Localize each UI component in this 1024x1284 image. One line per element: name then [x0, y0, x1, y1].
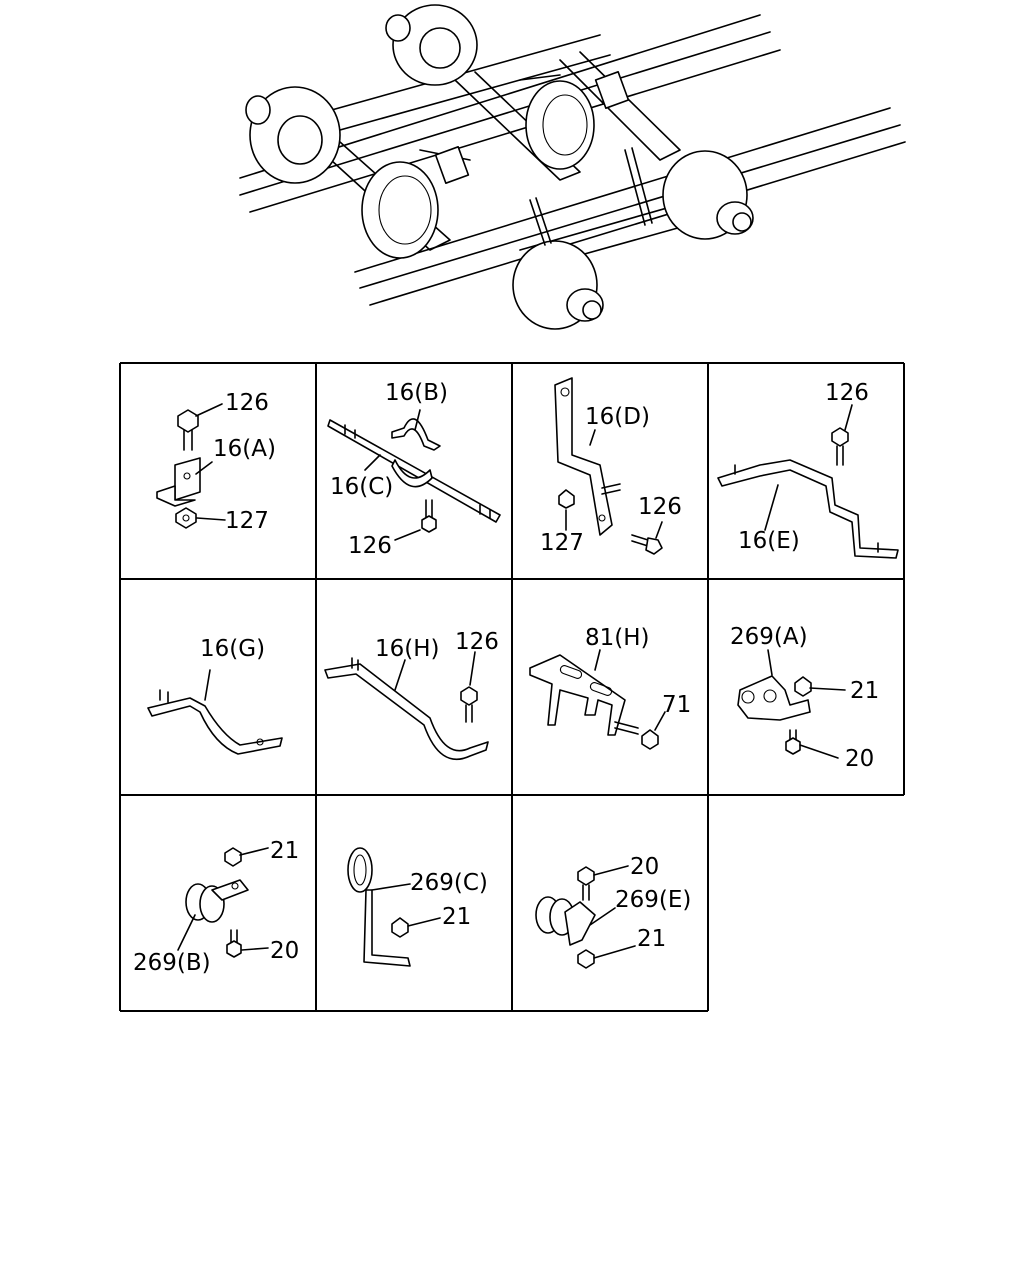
nut-icon [391, 917, 409, 938]
bolt-icon [601, 483, 663, 555]
label-16b: 16(B) [385, 380, 448, 406]
cell-16h: 16(H) 126 [324, 629, 499, 761]
hub-rear-left [385, 4, 478, 86]
bolt-icon [421, 499, 437, 533]
hub-rear-right [662, 150, 754, 240]
label-126: 126 [348, 533, 392, 559]
label-269e: 269(E) [615, 887, 691, 913]
label-126: 126 [825, 380, 869, 406]
nut-icon [175, 507, 197, 529]
cell-269e: 20 269(E) 21 [535, 854, 691, 969]
cell-16g: 16(G) [147, 636, 283, 755]
parts-grid [119, 362, 905, 1012]
hub-front-left [245, 86, 341, 184]
cell-269c: 269(C) 21 [347, 847, 488, 967]
clamp-269a [737, 675, 811, 721]
nut-icon [558, 489, 575, 509]
bolt-icon [577, 866, 595, 901]
nut-icon [641, 729, 659, 750]
bolt-icon [785, 729, 801, 755]
cell-16a: 126 16(A) 127 [156, 390, 276, 534]
cell-16b-16c: 16(B) 16(C) 126 [327, 380, 501, 559]
label-126: 126 [225, 390, 269, 416]
nut-icon [577, 949, 595, 969]
cell-269b: 21 269(B) 20 [133, 838, 299, 976]
label-20: 20 [630, 854, 659, 880]
label-16e: 16(E) [738, 528, 800, 554]
label-16h: 16(H) [375, 636, 440, 662]
nut-icon [224, 847, 242, 867]
label-71: 71 [662, 692, 691, 718]
hub-front-right [512, 240, 604, 330]
label-20: 20 [270, 938, 299, 964]
clamp-16b [391, 418, 441, 451]
clamp-269b [185, 879, 249, 923]
bolt-icon [226, 929, 242, 958]
clamp-269e [535, 896, 596, 946]
label-21: 21 [637, 926, 666, 952]
bracket-16a [156, 457, 201, 507]
bracket-16e [717, 459, 899, 559]
label-269b: 269(B) [133, 950, 211, 976]
clamp-269c [347, 847, 411, 967]
label-127: 127 [540, 530, 584, 556]
label-16a: 16(A) [213, 436, 276, 462]
bracket-16h [324, 657, 489, 761]
bolt-icon [177, 409, 199, 451]
bracket-16g [147, 689, 283, 755]
bolt-icon [831, 427, 849, 466]
label-127: 127 [225, 508, 269, 534]
nut-icon [794, 676, 812, 697]
label-126: 126 [455, 629, 499, 655]
cell-16d: 16(D) 126 127 [540, 377, 682, 556]
label-21: 21 [442, 904, 471, 930]
bracket-81h [529, 654, 626, 736]
label-21: 21 [850, 678, 879, 704]
bolt-icon [460, 686, 478, 723]
label-126: 126 [638, 494, 682, 520]
cell-81h: 81(H) 71 [529, 625, 691, 750]
cell-16e: 126 16(E) [717, 380, 899, 559]
cell-269a: 269(A) 21 20 [730, 624, 879, 772]
bolt-icon [614, 721, 639, 735]
label-16c: 16(C) [330, 474, 393, 500]
label-269a: 269(A) [730, 624, 808, 650]
axle-assembly-illustration [239, 4, 906, 330]
label-16d: 16(D) [585, 404, 650, 430]
bracket-16c [327, 419, 501, 523]
label-269c: 269(C) [410, 870, 488, 896]
label-21: 21 [270, 838, 299, 864]
label-16g: 16(G) [200, 636, 265, 662]
label-20: 20 [845, 746, 874, 772]
label-81h: 81(H) [585, 625, 650, 651]
bracket-16d [554, 377, 613, 536]
